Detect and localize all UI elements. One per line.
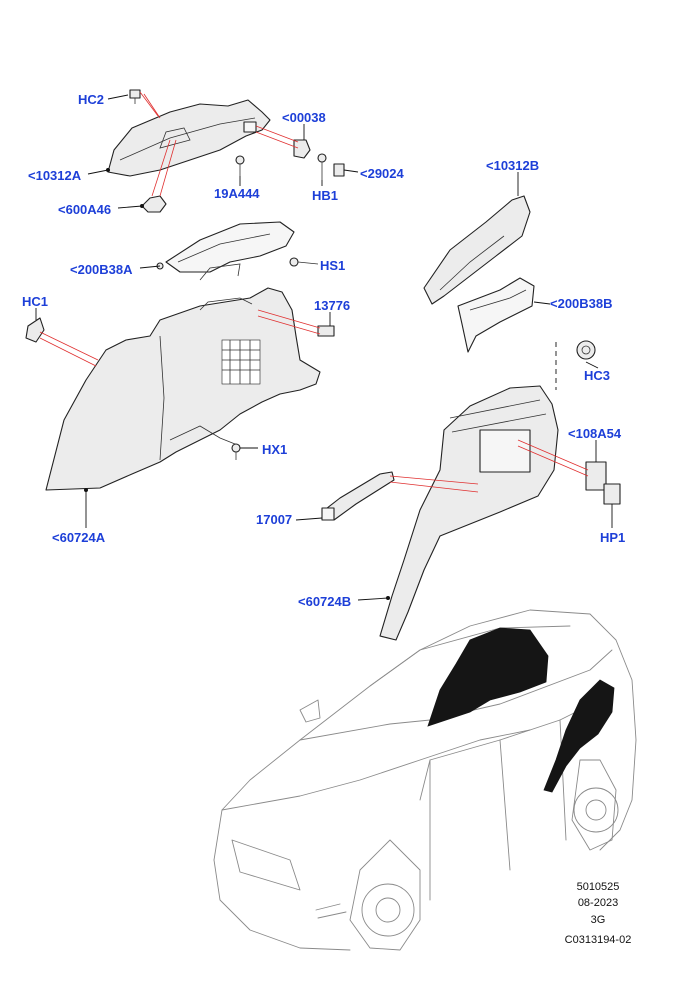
part-60724b-side-trim xyxy=(379,385,559,641)
footer-image-id: C0313194-02 xyxy=(565,934,632,946)
footer-code: 3G xyxy=(591,914,606,926)
part-29024-clip xyxy=(333,163,345,177)
part-60724a-side-trim xyxy=(45,287,321,491)
label-600a46: <600A46 xyxy=(58,202,111,217)
label-17007: 17007 xyxy=(256,512,292,527)
footer-reference: 5010525 08-2023 3G C0313194-02 xyxy=(565,881,632,946)
part-hs1-screw xyxy=(289,257,319,267)
label-29024: <29024 xyxy=(360,166,405,181)
label-13776: 13776 xyxy=(314,298,350,313)
part-17007-strip xyxy=(321,471,395,521)
part-hx1-fastener xyxy=(231,443,241,460)
label-60724a: <60724A xyxy=(52,530,106,545)
footer-date: 08-2023 xyxy=(578,897,618,909)
part-hc3-clip xyxy=(576,340,596,360)
label-hc3: HC3 xyxy=(584,368,610,383)
label-60724b: <60724B xyxy=(298,594,351,609)
label-108a54: <108A54 xyxy=(568,426,622,441)
label-19a444: 19A444 xyxy=(214,186,260,201)
callout-labels: HC2 <10312A <600A46 <00038 19A444 HB1 <2… xyxy=(22,92,625,609)
footer-ref: 5010525 xyxy=(577,881,620,893)
part-600a46-clip xyxy=(141,195,167,213)
callout-leaders xyxy=(35,94,613,601)
part-10312a-upper-trim-panel xyxy=(107,99,271,177)
part-19a444-pin xyxy=(235,155,245,176)
highlight-leaders xyxy=(39,91,589,493)
label-hb1: HB1 xyxy=(312,188,338,203)
label-200b38b: <200B38B xyxy=(550,296,613,311)
label-00038: <00038 xyxy=(282,110,326,125)
label-hs1: HS1 xyxy=(320,258,345,273)
label-200b38a: <200B38A xyxy=(70,262,133,277)
label-10312b: <10312B xyxy=(486,158,539,173)
label-hx1: HX1 xyxy=(262,442,287,457)
part-200b38a-bracket xyxy=(156,221,295,281)
label-hc2: HC2 xyxy=(78,92,104,107)
part-13776-clip xyxy=(317,325,335,337)
part-hc2-clip xyxy=(129,89,141,104)
label-hp1: HP1 xyxy=(600,530,625,545)
label-hc1: HC1 xyxy=(22,294,48,309)
part-108a54-speaker-bracket xyxy=(585,461,607,491)
vehicle-highlight-left-trim xyxy=(427,627,549,727)
part-hb1-bolt xyxy=(317,153,327,180)
part-00038-bracket xyxy=(293,139,311,159)
vehicle-location-view xyxy=(213,609,637,951)
vehicle-highlight-right-trim xyxy=(543,679,615,793)
part-hp1-plug xyxy=(603,483,621,505)
label-10312a: <10312A xyxy=(28,168,82,183)
part-10312b-upper-trim-panel xyxy=(423,195,531,305)
part-hc1-clip xyxy=(25,317,45,343)
part-200b38b-bracket xyxy=(457,277,535,353)
